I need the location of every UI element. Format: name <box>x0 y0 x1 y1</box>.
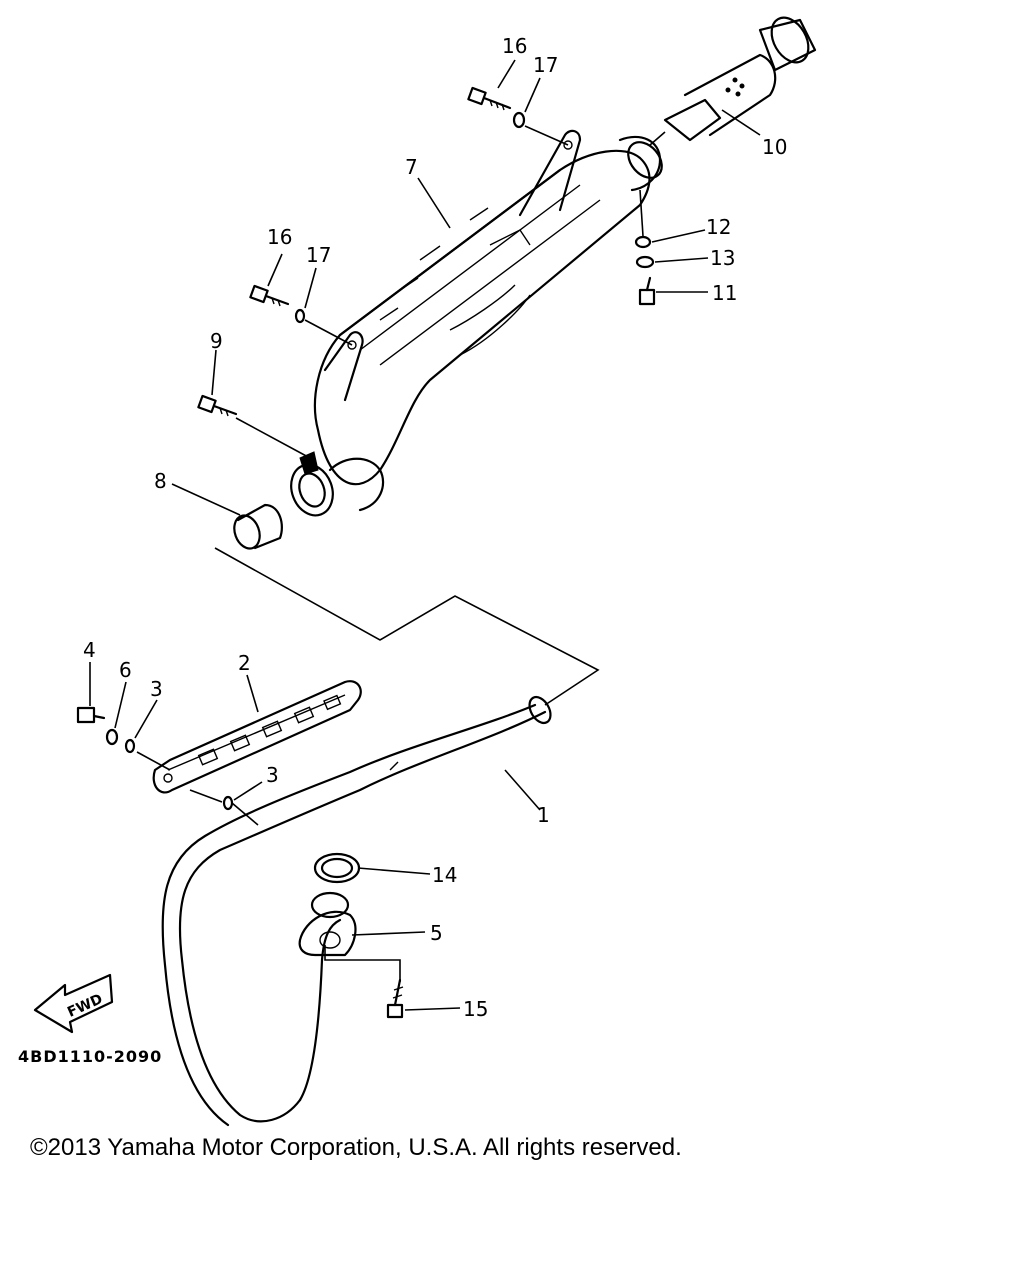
callout-6: 6 <box>119 658 132 682</box>
exhaust-pipe <box>161 695 552 1127</box>
washer-13 <box>635 255 655 269</box>
callout-13: 13 <box>710 246 735 270</box>
washer-17a <box>512 111 526 129</box>
callout-8: 8 <box>154 469 167 493</box>
bolt-15 <box>386 978 404 1019</box>
exhaust-flange <box>298 891 357 957</box>
bolt-16a <box>467 86 512 111</box>
callout-1: 1 <box>537 803 550 827</box>
callout-3b: 3 <box>266 763 279 787</box>
callout-7: 7 <box>405 155 418 179</box>
callout-10: 10 <box>762 135 787 159</box>
callout-11: 11 <box>712 281 737 305</box>
bolt-9 <box>197 394 238 417</box>
callout-16b: 16 <box>267 225 292 249</box>
bolt-4 <box>76 706 106 724</box>
fwd-arrow-icon: FWD <box>33 973 114 1034</box>
callout-5: 5 <box>430 921 443 945</box>
callout-3a: 3 <box>150 677 163 701</box>
washer-3b <box>222 795 234 811</box>
silencer <box>290 129 663 517</box>
exhaust-protector <box>152 680 362 794</box>
copyright-notice: ©2013 Yamaha Motor Corporation, U.S.A. A… <box>30 1134 682 1161</box>
callout-4: 4 <box>83 638 96 662</box>
callout-12: 12 <box>706 215 731 239</box>
callout-2: 2 <box>238 651 251 675</box>
diagram-code: 4BD1110-2090 <box>18 1047 162 1066</box>
bolt-11 <box>638 276 656 306</box>
callout-14: 14 <box>432 863 457 887</box>
washer-17b <box>294 308 306 324</box>
callout-17b: 17 <box>306 243 331 267</box>
fwd-label: FWD <box>65 991 105 1021</box>
joint-gasket <box>233 503 283 550</box>
washer-12 <box>634 235 652 249</box>
leader-lines <box>89 59 761 1011</box>
callout-15: 15 <box>463 997 488 1021</box>
callout-17a: 17 <box>533 53 558 77</box>
gasket-ring <box>313 852 361 884</box>
bolt-16b <box>249 284 290 307</box>
callout-9: 9 <box>210 329 223 353</box>
washer-6 <box>105 728 119 746</box>
tail-pipe <box>663 16 817 142</box>
callout-16a: 16 <box>502 34 527 58</box>
washer-3a <box>124 738 136 754</box>
